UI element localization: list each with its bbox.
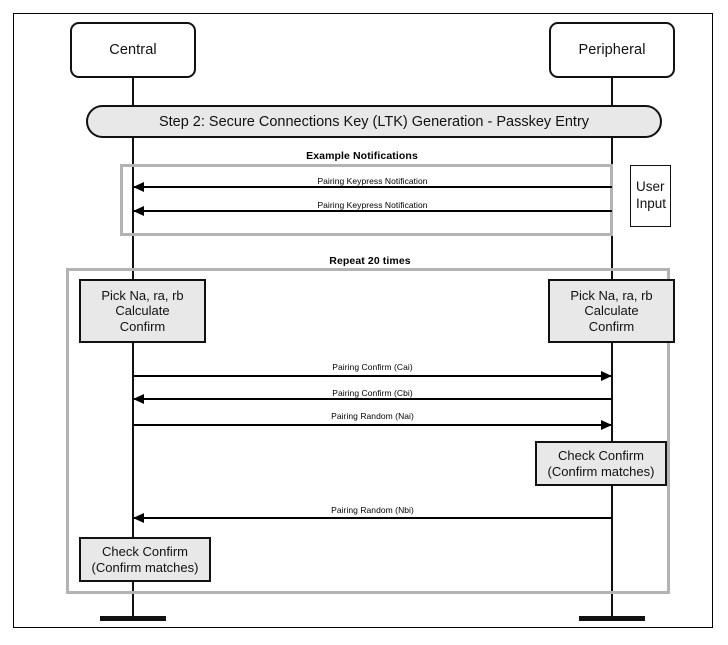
message-arrowhead-pairing-random-nai <box>601 419 612 430</box>
note-user-input: User Input <box>630 165 671 227</box>
message-line-keypress-1 <box>133 186 612 188</box>
message-label-keypress-1: Pairing Keypress Notification <box>317 176 428 186</box>
message-line-pairing-random-nbi <box>133 517 612 519</box>
message-line-pairing-confirm-cbi <box>133 398 612 400</box>
lifeline-central <box>132 78 134 616</box>
actor-central[interactable]: Central <box>70 22 196 78</box>
actor-central-label: Central <box>109 42 157 58</box>
process-box-central-pick-line-1: Pick Na, ra, rb <box>101 288 184 303</box>
message-label-pairing-random-nbi: Pairing Random (Nbi) <box>331 505 414 515</box>
step-title-text: Step 2: Secure Connections Key (LTK) Gen… <box>158 113 590 130</box>
process-box-central-check-confirm-line-2: (Confirm matches) <box>91 559 199 575</box>
lifeline-peripheral <box>611 78 613 616</box>
process-box-peripheral-pick-line-3: Confirm <box>588 318 635 334</box>
process-box-peripheral-pick-line-2: Calculate <box>584 303 639 319</box>
process-box-peripheral-check-confirm-line-2: (Confirm matches) <box>547 463 655 479</box>
note-user-input-line-2: Input <box>636 196 667 211</box>
message-line-keypress-2 <box>133 210 612 212</box>
message-arrowhead-pairing-random-nbi <box>133 512 144 523</box>
process-box-peripheral-check-confirm-line-1: Check Confirm <box>558 448 644 464</box>
process-box-central-check-confirm-line-1: Check Confirm <box>102 544 188 560</box>
lifeline-terminator-peripheral <box>579 616 645 621</box>
message-label-keypress-2: Pairing Keypress Notification <box>317 200 428 210</box>
process-box-central-pick-line-3: Confirm <box>119 318 166 334</box>
section-label-example-notifications: Example Notifications <box>306 150 418 162</box>
message-label-pairing-confirm-cbi: Pairing Confirm (Cbi) <box>332 388 413 398</box>
message-arrowhead-pairing-confirm-cbi <box>133 393 144 404</box>
section-label-repeat-loop: Repeat 20 times <box>329 255 411 267</box>
message-label-pairing-random-nai: Pairing Random (Nai) <box>331 411 414 421</box>
section-frame-example-notifications <box>120 164 613 236</box>
process-box-central-pick-line-2: Calculate <box>115 303 170 319</box>
process-box-central-pick: Pick Na, ra, rb Calculate Confirm <box>79 279 206 343</box>
note-user-input-line-1: User <box>636 179 665 195</box>
step-title-banner: Step 2: Secure Connections Key (LTK) Gen… <box>86 105 662 138</box>
process-box-peripheral-check-confirm: Check Confirm (Confirm matches) <box>535 441 667 486</box>
message-label-pairing-confirm-cai: Pairing Confirm (Cai) <box>332 362 413 372</box>
message-line-pairing-confirm-cai <box>133 375 612 377</box>
message-arrowhead-keypress-2 <box>133 205 144 216</box>
message-line-pairing-random-nai <box>133 424 612 426</box>
section-frame-repeat-loop <box>66 268 670 594</box>
actor-peripheral[interactable]: Peripheral <box>549 22 675 78</box>
process-box-peripheral-pick: Pick Na, ra, rb Calculate Confirm <box>548 279 675 343</box>
process-box-central-check-confirm: Check Confirm (Confirm matches) <box>79 537 211 582</box>
process-box-peripheral-pick-line-1: Pick Na, ra, rb <box>570 288 653 303</box>
message-arrowhead-pairing-confirm-cai <box>601 370 612 381</box>
message-arrowhead-keypress-1 <box>133 181 144 192</box>
actor-peripheral-label: Peripheral <box>578 42 646 58</box>
lifeline-terminator-central <box>100 616 166 621</box>
